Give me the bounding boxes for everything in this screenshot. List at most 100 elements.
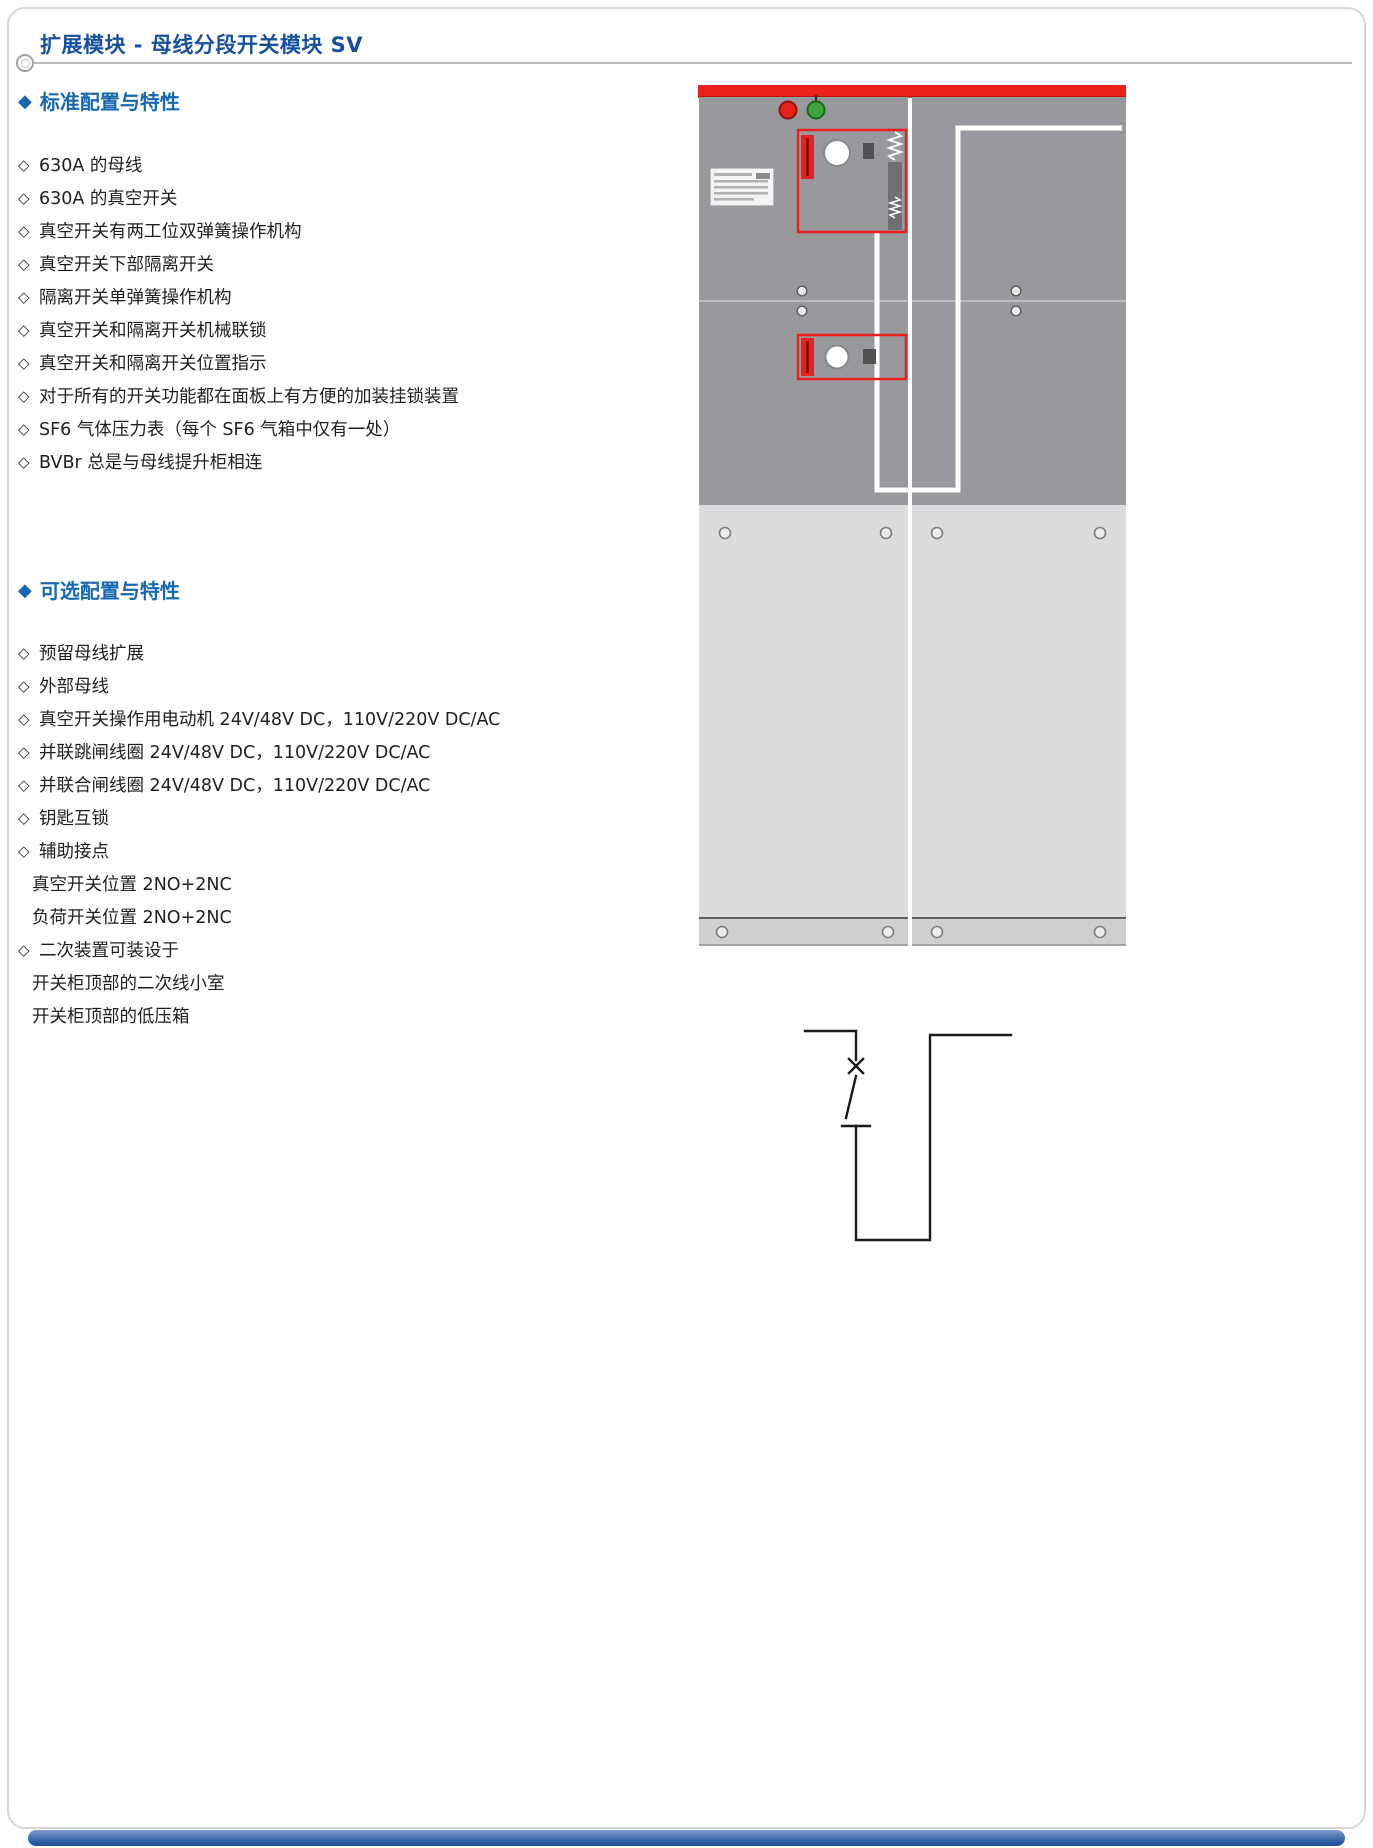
operating-knob [824,344,850,370]
operating-knob [823,139,851,167]
feature-item: ◇ 630A 的母线 [18,148,690,181]
section-heading-text: 可选配置与特性 [39,579,180,603]
lower-operating-mechanism [796,333,908,381]
feature-text: 并联跳闸线圈 24V/48V DC，110V/220V DC/AC [39,743,431,763]
feature-text: 钥匙互锁 [39,809,109,829]
feature-item: ◇ 隔离开关单弹簧操作机构 [18,280,690,313]
feature-text: 真空开关下部隔离开关 [39,255,214,275]
left-panel-lower [699,505,908,918]
upper-operating-mechanism [796,128,908,234]
mechanism-frame [796,333,908,381]
feature-subitem: 真空开关位置 2NO+2NC [18,867,690,900]
feature-text: 630A 的母线 [39,156,143,176]
hollow-diamond-icon: ◇ [18,709,30,728]
feature-item: ◇ 并联跳闸线圈 24V/48V DC，110V/220V DC/AC [18,735,690,768]
feature-text: 二次装置可装设于 [39,941,179,961]
feature-subitem: 开关柜顶部的低压箱 [18,999,690,1032]
feature-item: ◇真空开关和隔离开关位置指示 [18,346,690,379]
feature-text: 对于所有的开关功能都在面板上有方便的加装挂锁装置 [39,387,459,407]
circuit-diagram-svg [803,1029,1013,1242]
feature-item: ◇ 钥匙互锁 [18,801,690,834]
position-indicator [796,305,808,317]
spring-icon [886,131,904,161]
feature-item: ◇并联合闸线圈 24V/48V DC，110V/220V DC/AC [18,768,690,801]
feature-item: ◇SF6 气体压力表（每个 SF6 气箱中仅有一处） [18,412,690,445]
feature-text: 外部母线 [39,677,109,697]
hollow-diamond-icon: ◇ [18,742,30,761]
disconnector-blade [844,1074,858,1120]
filled-diamond-icon: ◆ [18,90,32,112]
screw [1093,526,1107,540]
feature-list-standard: ◇630A 的母线◇630A 的真空开关◇真空开关有两工位双弹簧操作机构◇真空开… [18,148,690,478]
cabinet-svg [698,85,1126,946]
feature-item: ◇BVBr 总是与母线提升柜相连 [18,445,690,478]
shaft-block [863,349,876,364]
hollow-diamond-icon: ◇ [18,287,30,306]
screw [715,925,729,939]
screw [930,925,944,939]
feature-text: 真空开关和隔离开关机械联锁 [39,321,267,341]
cabinet-top-strip [698,85,1126,97]
hollow-diamond-icon: ◇ [18,452,30,471]
hollow-diamond-icon: ◇ [18,320,30,339]
right-panel-lower [912,505,1126,918]
hollow-diamond-icon: ◇ [18,419,30,438]
feature-item: ◇ 真空开关和隔离开关机械联锁 [18,313,690,346]
single-line-circuit-diagram [793,1018,1023,1250]
screw [879,526,893,540]
screw [881,925,895,939]
filled-diamond-icon: ◆ [18,579,32,601]
feature-text: 真空开关和隔离开关位置指示 [39,354,267,374]
left-base [699,918,908,945]
position-indicator [1010,285,1022,297]
mechanism-frame [796,128,908,234]
spring-icon [887,196,903,219]
feature-subitem: 开关柜顶部的二次线小室 [18,966,690,999]
screw [930,526,944,540]
hollow-diamond-icon: ◇ [18,254,30,273]
feature-item: ◇ 对于所有的开关功能都在面板上有方便的加装挂锁装置 [18,379,690,412]
feature-text: 负荷开关位置 2NO+2NC [32,908,232,928]
hollow-diamond-icon: ◇ [18,643,30,662]
section-heading-text: 标准配置与特性 [39,90,180,114]
feature-item: ◇外部母线 [18,669,690,702]
screw [1093,925,1107,939]
feature-text: 隔离开关单弹簧操作机构 [39,288,232,308]
feature-item: ◇ 预留母线扩展 [18,636,690,669]
feature-item: ◇ 真空开关下部隔离开关 [18,247,690,280]
feature-text: 开关柜顶部的二次线小室 [32,974,225,994]
feature-text: 预留母线扩展 [39,644,144,664]
feature-item: ◇ 630A 的真空开关 [18,181,690,214]
feature-subitem: 负荷开关位置 2NO+2NC [18,900,690,933]
feature-item: ◇ 辅助接点 [18,834,690,867]
feature-text: 辅助接点 [39,842,109,862]
cabinet-illustration [698,85,1128,947]
footer-bar [28,1830,1345,1846]
feature-list-optional: ◇预留母线扩展◇外部母线◇真空开关操作用电动机 24V/48V DC，110V/… [18,636,690,1032]
feature-text: 真空开关位置 2NO+2NC [32,875,232,895]
hollow-diamond-icon: ◇ [18,386,30,405]
hollow-diamond-icon: ◇ [18,940,30,959]
feature-text: 630A 的真空开关 [39,189,178,209]
page-title: 扩展模块 - 母线分段开关模块 SV [40,33,364,57]
feature-text: 真空开关有两工位双弹簧操作机构 [39,222,302,242]
red-button [778,100,798,120]
double-ring-icon [16,54,34,72]
hollow-diamond-icon: ◇ [18,155,30,174]
feature-text: 真空开关操作用电动机 24V/48V DC，110V/220V DC/AC [39,710,501,730]
feature-item: ◇ 真空开关有两工位双弹簧操作机构 [18,214,690,247]
tie-connection-line [854,1033,1013,1242]
feature-text: 开关柜顶部的低压箱 [32,1007,190,1027]
breaker-cross-icon [847,1057,865,1075]
rating-plate [709,167,775,207]
hollow-diamond-icon: ◇ [18,841,30,860]
spring-housing [888,162,902,230]
feature-item: ◇ 真空开关操作用电动机 24V/48V DC，110V/220V DC/AC [18,702,690,735]
green-button [806,100,826,120]
hollow-diamond-icon: ◇ [18,808,30,827]
screw [718,526,732,540]
feature-item: ◇ 二次装置可装设于 [18,933,690,966]
hollow-diamond-icon: ◇ [18,221,30,240]
position-indicator [796,285,808,297]
hollow-diamond-icon: ◇ [18,188,30,207]
